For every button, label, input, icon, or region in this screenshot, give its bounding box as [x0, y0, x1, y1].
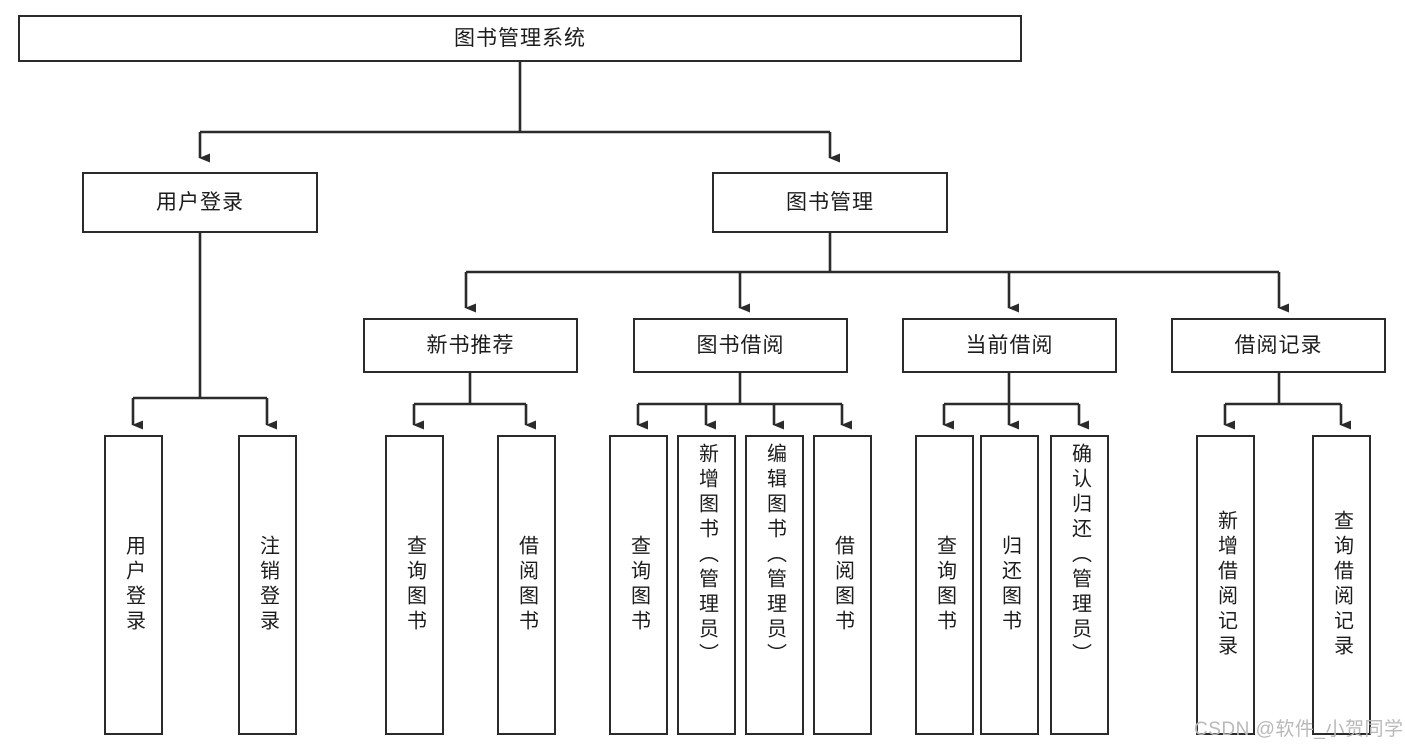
node-label: 借阅记录 [1234, 333, 1323, 357]
node-book-management[interactable]: 图书管理 [712, 172, 948, 233]
node-label: 注销登录 [256, 535, 279, 635]
node-label: 借阅图书 [831, 535, 854, 635]
node-borrow-record[interactable]: 借阅记录 [1171, 318, 1386, 373]
node-label: 确认归还（管理员） [1068, 443, 1091, 668]
leaf-current-borrow-return[interactable]: 归还图书 [980, 435, 1039, 735]
leaf-borrow-record-query[interactable]: 查询借阅记录 [1312, 435, 1371, 735]
node-label: 编辑图书（管理员） [763, 443, 786, 668]
leaf-user-login-login[interactable]: 用户登录 [104, 435, 163, 735]
node-label: 查询图书 [933, 535, 956, 635]
node-label: 当前借阅 [965, 333, 1054, 357]
leaf-borrow-record-add[interactable]: 新增借阅记录 [1196, 435, 1255, 735]
leaf-current-borrow-confirm[interactable]: 确认归还（管理员） [1050, 435, 1109, 735]
leaf-book-borrow-edit[interactable]: 编辑图书（管理员） [745, 435, 804, 735]
node-label: 新书推荐 [426, 333, 515, 357]
node-current-borrow[interactable]: 当前借阅 [902, 318, 1117, 373]
node-root-system[interactable]: 图书管理系统 [18, 15, 1022, 62]
node-user-login[interactable]: 用户登录 [82, 172, 318, 233]
leaf-user-login-logout[interactable]: 注销登录 [238, 435, 297, 735]
node-label: 查询借阅记录 [1330, 510, 1353, 660]
node-label: 新增图书（管理员） [695, 443, 718, 668]
leaf-book-borrow-add[interactable]: 新增图书（管理员） [677, 435, 736, 735]
node-label: 用户登录 [122, 535, 145, 635]
node-label: 图书管理系统 [454, 26, 586, 50]
leaf-book-borrow-borrow[interactable]: 借阅图书 [813, 435, 872, 735]
node-label: 用户登录 [156, 190, 244, 214]
leaf-new-book-query[interactable]: 查询图书 [385, 435, 444, 735]
node-label: 借阅图书 [515, 535, 538, 635]
node-label: 查询图书 [403, 535, 426, 635]
leaf-book-borrow-query[interactable]: 查询图书 [609, 435, 668, 735]
node-label: 图书借阅 [696, 333, 785, 357]
leaf-current-borrow-query[interactable]: 查询图书 [915, 435, 974, 735]
node-book-borrow[interactable]: 图书借阅 [633, 318, 848, 373]
leaf-new-book-borrow[interactable]: 借阅图书 [497, 435, 556, 735]
watermark-text: CSDN @软件_小贺同学 [1194, 719, 1404, 740]
node-label: 图书管理 [786, 190, 874, 214]
node-label: 归还图书 [998, 535, 1021, 635]
node-label: 新增借阅记录 [1214, 510, 1237, 660]
node-label: 查询图书 [627, 535, 650, 635]
node-new-book-recommend[interactable]: 新书推荐 [363, 318, 578, 373]
